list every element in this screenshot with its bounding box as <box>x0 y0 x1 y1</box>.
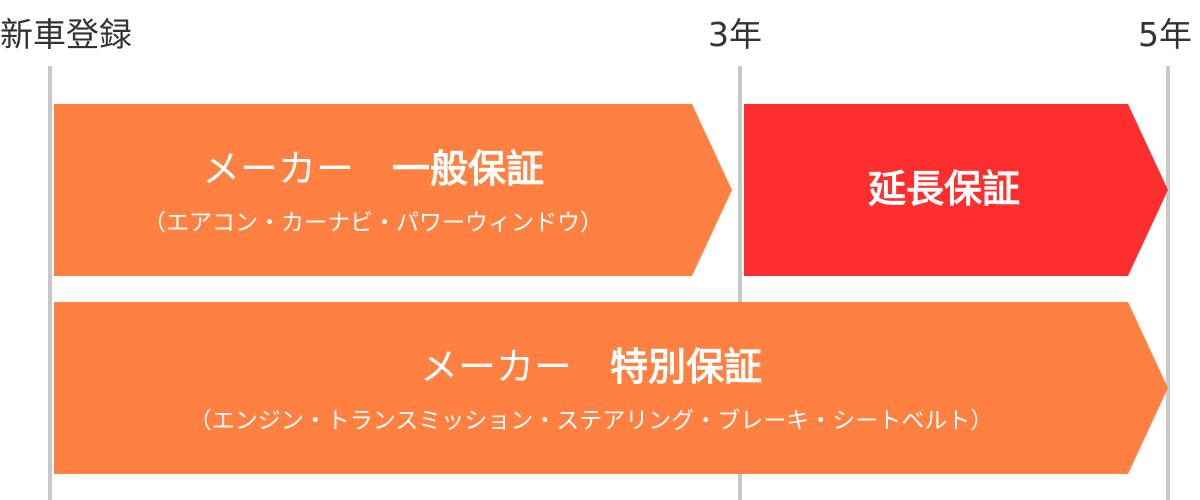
general-warranty-title-prefix: メーカー <box>201 147 354 191</box>
timeline-marker-3-years <box>738 66 742 500</box>
extended-warranty-title: 延長保証 <box>867 167 1020 211</box>
special-warranty-arrow: メーカー 特別保証 （エンジン・トランスミッション・ステアリング・ブレーキ・シー… <box>54 302 1168 474</box>
timeline-label-3-years: 3年 <box>708 15 762 54</box>
special-warranty-subtitle: （エンジン・トランスミッション・ステアリング・ブレーキ・シートベルト） <box>188 408 994 434</box>
general-warranty-title-main: 一般保証 <box>392 147 545 191</box>
extended-warranty-arrow: 延長保証 <box>744 104 1168 276</box>
special-warranty-title: メーカー 特別保証 <box>54 348 1128 386</box>
special-warranty-title-prefix: メーカー <box>419 345 572 389</box>
special-warranty-title-main: 特別保証 <box>610 345 763 389</box>
timeline-label-5-years: 5年 <box>1138 15 1192 54</box>
timeline-label-start: 新車登録 <box>0 15 132 54</box>
general-warranty-arrow: メーカー 一般保証 （エアコン・カーナビ・パワーウィンドウ） <box>54 104 732 276</box>
timeline-marker-start <box>48 66 52 500</box>
timeline-marker-5-years <box>1166 66 1170 500</box>
general-warranty-subtitle: （エアコン・カーナビ・パワーウィンドウ） <box>143 210 603 236</box>
general-warranty-title: メーカー 一般保証 <box>54 150 692 188</box>
